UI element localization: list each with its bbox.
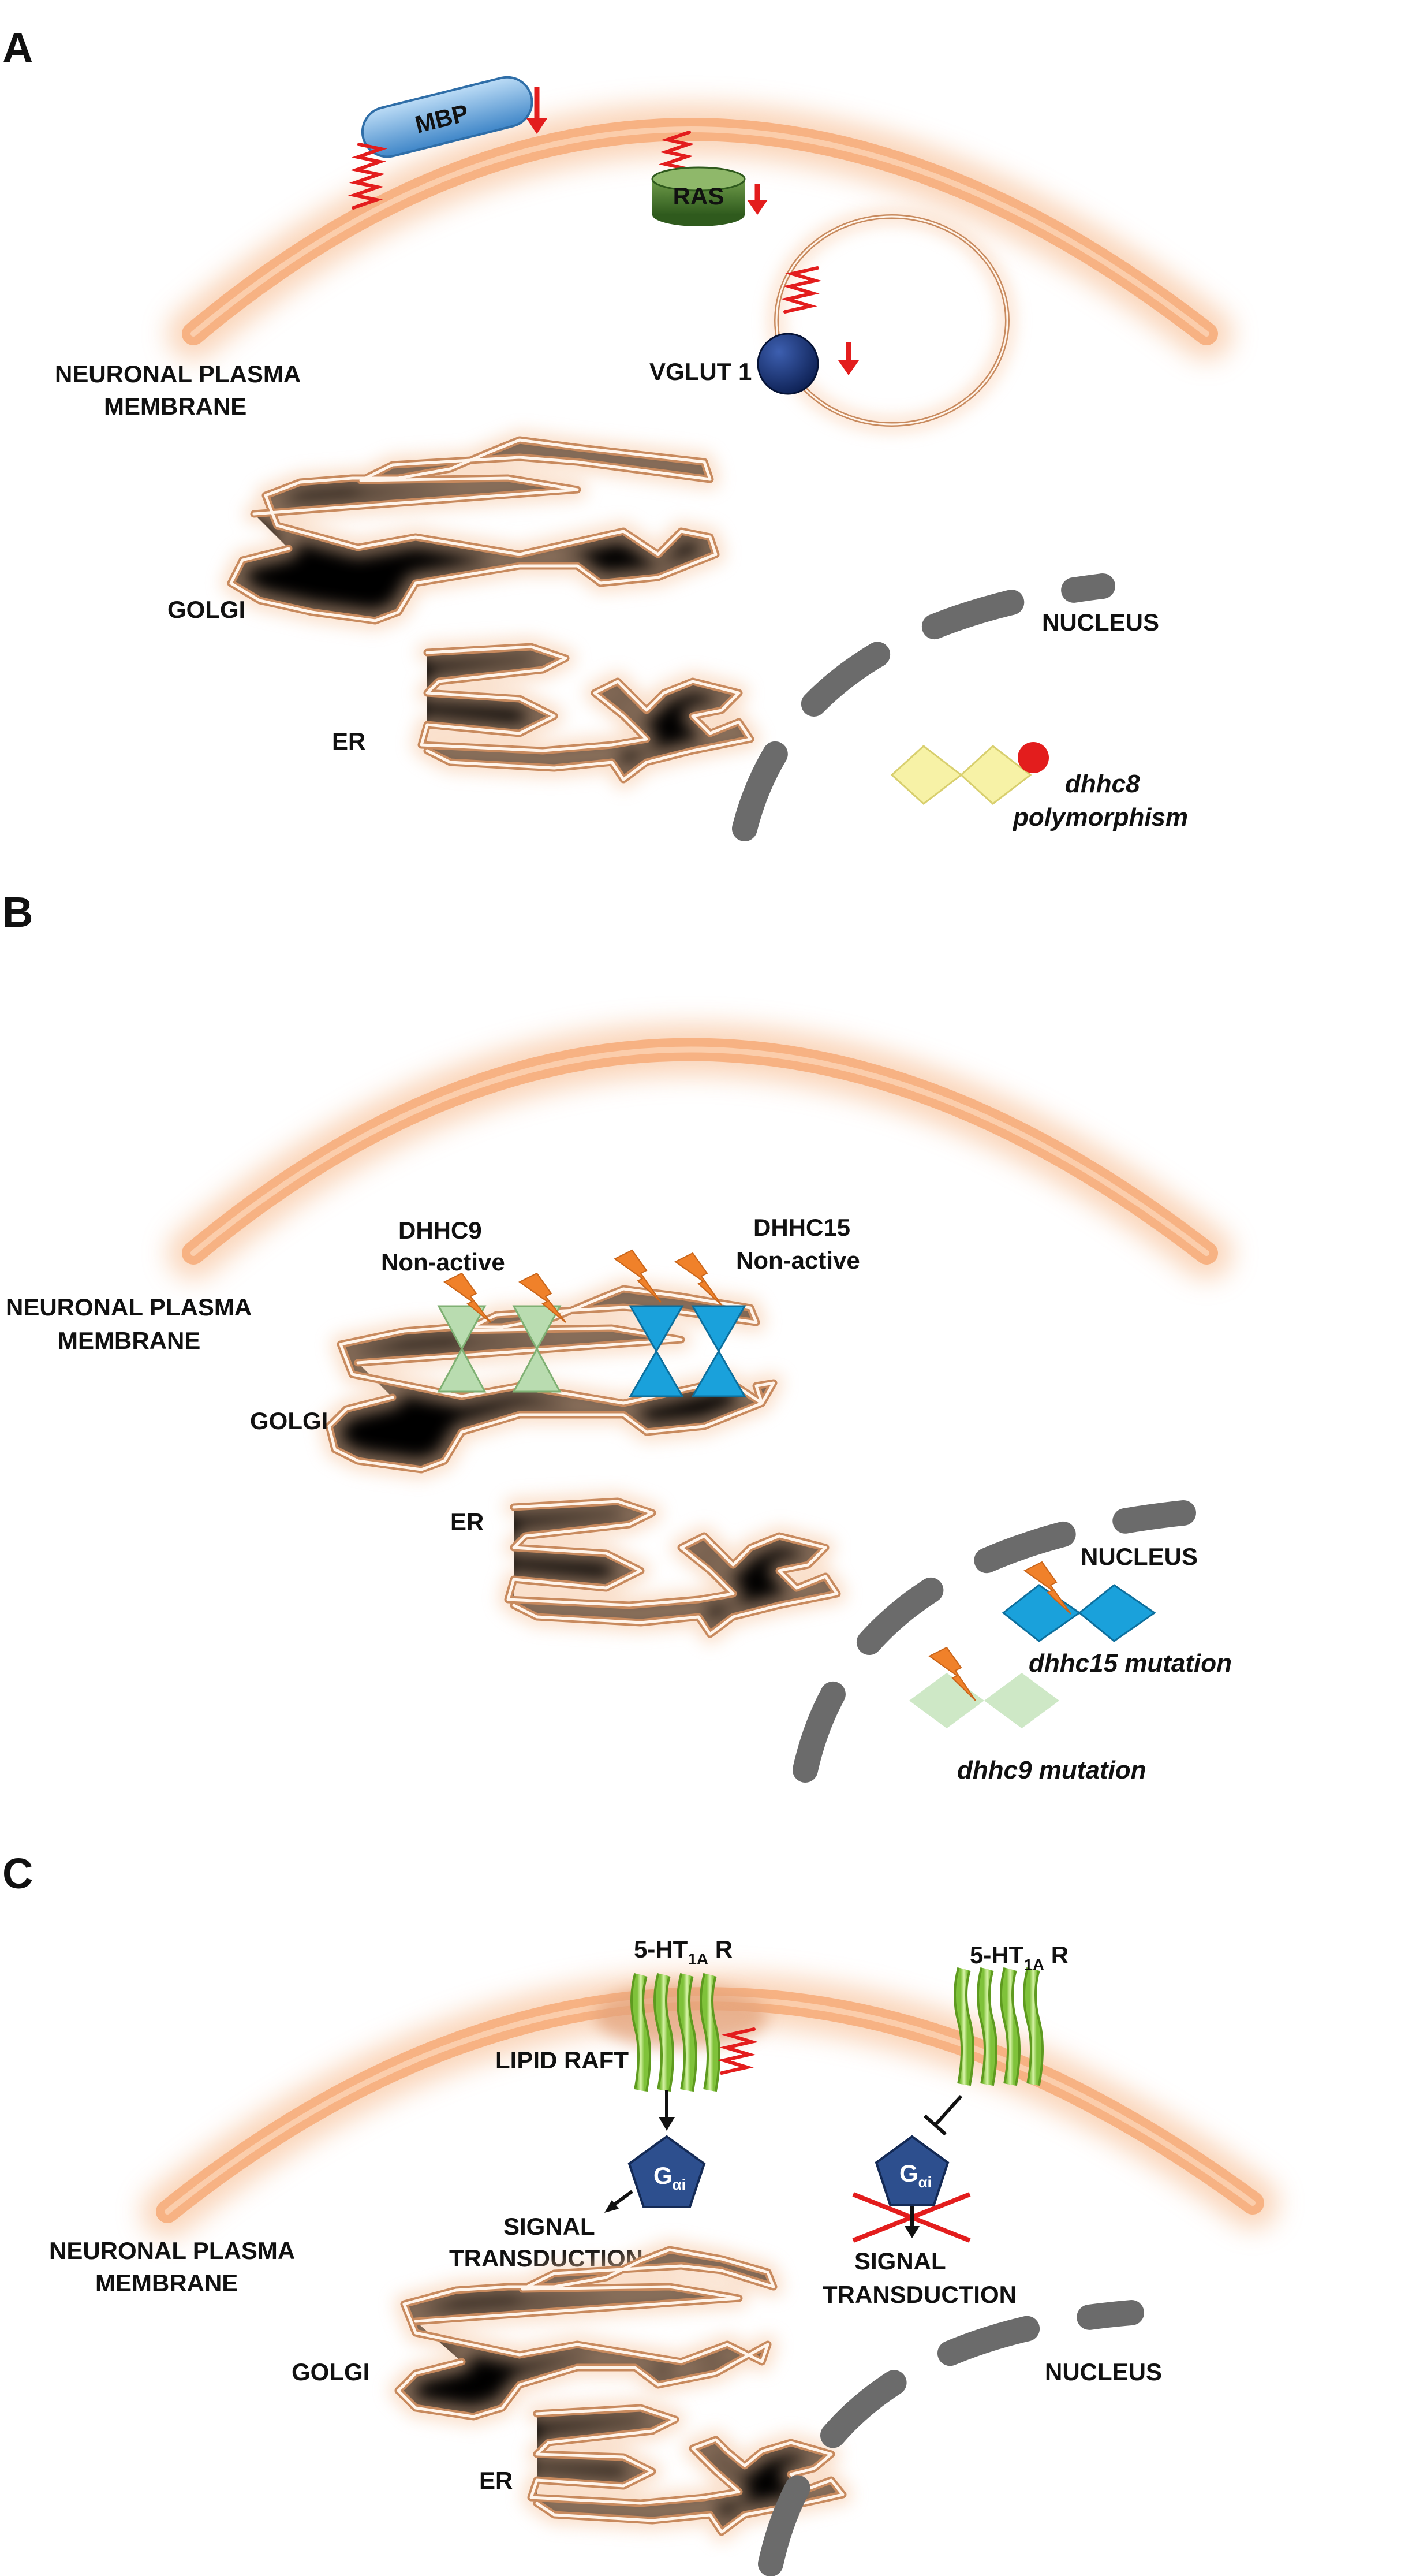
panel-a: A MBP RAS [2, 24, 1232, 841]
panel-b: B DHHC9 Non-active DHHC15 Non-active NEU… [2, 888, 1232, 1784]
g-alpha-i-protein: Gαi [627, 2135, 706, 2208]
membrane-label-c-line2: MEMBRANE [95, 2269, 238, 2297]
lightning-bolt-icon [443, 1249, 722, 1323]
dhhc15-gene-icon [1002, 1561, 1156, 1642]
signal-label-right-line1: SIGNAL [854, 2247, 946, 2275]
panel-b-letter: B [2, 888, 33, 936]
dhhc15-label: DHHC15 [753, 1214, 850, 1241]
er-c [531, 2408, 843, 2532]
plasma-membrane-a [167, 103, 1232, 360]
dhhc8-gene-icon [890, 742, 1049, 805]
golgi-label-a: GOLGI [167, 596, 245, 623]
ras-label: RAS [673, 182, 724, 210]
er-b [508, 1501, 837, 1634]
panel-a-letter: A [2, 24, 33, 72]
activation-arrow-icon [604, 2190, 633, 2213]
dhhc9-status: Non-active [381, 1248, 505, 1276]
golgi-c [398, 2250, 774, 2417]
polymorphism-label: polymorphism [1013, 803, 1188, 832]
golgi-label-c: GOLGI [292, 2358, 369, 2385]
receptor-label-right: 5-HT1A R [970, 1941, 1069, 1974]
down-arrow-icon [838, 342, 859, 375]
nucleus-label-c: NUCLEUS [1045, 2358, 1162, 2385]
palmitoyl-chain-vglut [780, 266, 822, 314]
dhhc15-enzyme [629, 1305, 746, 1397]
membrane-label-c-line1: NEURONAL PLASMA [49, 2237, 295, 2264]
dhhc8-label: dhhc8 [1065, 770, 1140, 798]
nucleus-envelope-b [793, 1500, 1196, 1783]
activation-arrow-icon [659, 2090, 675, 2131]
5ht1a-receptor-raft [630, 1973, 759, 2092]
nucleus-label-b: NUCLEUS [1081, 1543, 1198, 1570]
er-label-b: ER [450, 1508, 484, 1535]
g-alpha-i-label: Gαi [653, 2162, 686, 2193]
er-label-a: ER [332, 728, 365, 755]
panel-c: C 5-HT1A R LIPID RAFT [2, 1850, 1279, 2576]
dhhc9-gene-icon [909, 1646, 1059, 1728]
vglut1-protein: VGLUT 1 [649, 266, 822, 395]
ras-protein: RAS [651, 131, 746, 226]
er-label-c: ER [479, 2467, 513, 2494]
palmitoyl-chain-receptor [717, 2027, 759, 2075]
membrane-label-b-line1: NEURONAL PLASMA [6, 1293, 252, 1321]
vglut1-label: VGLUT 1 [649, 358, 752, 385]
down-arrow-icon [747, 184, 768, 215]
golgi-label-b: GOLGI [250, 1407, 328, 1434]
mbp-protein: MBP [348, 76, 533, 210]
inhibition-icon [924, 2094, 963, 2136]
nucleus-envelope-c [758, 2300, 1144, 2576]
receptor-label-left: 5-HT1A R [634, 1936, 733, 1968]
dhhc15-status: Non-active [736, 1247, 860, 1274]
er-a [421, 647, 750, 780]
dhhc9-label: DHHC9 [398, 1217, 482, 1244]
nucleus-envelope-a [732, 573, 1115, 841]
membrane-label-b-line2: MEMBRANE [58, 1327, 200, 1354]
membrane-label-a-line1: NEURONAL PLASMA [55, 360, 301, 387]
signal-label-right-line2: TRANSDUCTION [823, 2281, 1017, 2308]
g-alpha-i-label-right: Gαi [899, 2160, 932, 2191]
signal-label-left-line1: SIGNAL [503, 2213, 595, 2240]
blocked-icon [852, 2192, 971, 2243]
synaptic-vesicle [769, 209, 1015, 432]
golgi-b [329, 1289, 774, 1470]
membrane-label-a-line2: MEMBRANE [104, 393, 246, 420]
dhhc15-mutation-label: dhhc15 mutation [1029, 1649, 1232, 1677]
g-alpha-i-protein-inactive: Gαi [875, 2135, 950, 2206]
nucleus-label-a: NUCLEUS [1042, 609, 1159, 636]
down-arrow-icon [526, 87, 547, 134]
palmitoyl-chain-mbp [348, 143, 388, 210]
golgi-a [231, 440, 716, 621]
5ht1a-receptor [954, 1967, 1044, 2086]
panel-c-letter: C [2, 1850, 33, 1897]
plasma-membrane-b [167, 1023, 1232, 1279]
lipid-raft-label: LIPID RAFT [495, 2046, 629, 2074]
dhhc9-mutation-label: dhhc9 mutation [957, 1756, 1146, 1784]
dhhc9-enzyme [437, 1305, 562, 1393]
